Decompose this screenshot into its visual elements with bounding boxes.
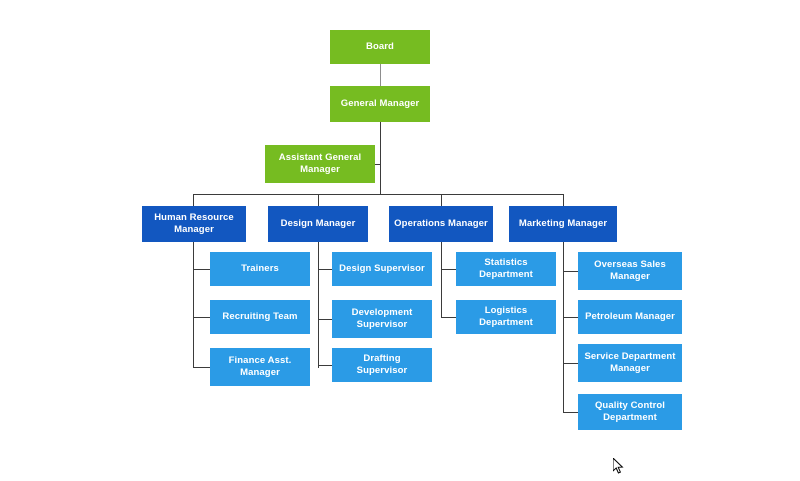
connector-ops-stub-1 xyxy=(441,269,456,270)
org-node-operations[interactable]: Operations Manager xyxy=(389,206,493,242)
org-node-petroleum[interactable]: Petroleum Manager xyxy=(578,300,682,334)
connector-mkt-spine xyxy=(563,242,564,412)
org-node-recruiting[interactable]: Recruiting Team xyxy=(210,300,310,334)
org-node-logistics[interactable]: Logistics Department xyxy=(456,300,556,334)
connector-mkt-stub-3 xyxy=(563,363,578,364)
org-node-draftsup[interactable]: Drafting Supervisor xyxy=(332,348,432,382)
org-node-service[interactable]: Service Department Manager xyxy=(578,344,682,382)
connector-gm-trunk xyxy=(380,122,381,195)
org-node-finance[interactable]: Finance Asst. Manager xyxy=(210,348,310,386)
connector-board-to-gm xyxy=(380,64,381,86)
connector-design-spine xyxy=(318,242,319,368)
org-node-hr[interactable]: Human Resource Manager xyxy=(142,206,246,242)
connector-design-stub-2 xyxy=(318,319,332,320)
org-node-board[interactable]: Board xyxy=(330,30,430,64)
org-node-trainers[interactable]: Trainers xyxy=(210,252,310,286)
org-node-devsup[interactable]: Development Supervisor xyxy=(332,300,432,338)
org-node-agm[interactable]: Assistant General Manager xyxy=(265,145,375,183)
connector-mkt-stub-4 xyxy=(563,412,578,413)
org-node-quality[interactable]: Quality Control Department xyxy=(578,394,682,430)
connector-agm-stub xyxy=(375,164,381,165)
connector-ops-spine xyxy=(441,242,442,318)
connector-drop-operations xyxy=(441,194,442,207)
connector-hr-spine xyxy=(193,242,194,368)
connector-drop-design xyxy=(318,194,319,207)
org-node-designsup[interactable]: Design Supervisor xyxy=(332,252,432,286)
connector-mkt-stub-1 xyxy=(563,271,578,272)
org-node-design[interactable]: Design Manager xyxy=(268,206,368,242)
connector-hr-stub-1 xyxy=(193,269,210,270)
connector-design-stub-1 xyxy=(318,269,332,270)
connector-design-stub-3 xyxy=(318,365,332,366)
connector-mkt-stub-2 xyxy=(563,317,578,318)
connector-manager-bus xyxy=(193,194,563,195)
org-node-overseas[interactable]: Overseas Sales Manager xyxy=(578,252,682,290)
connector-ops-stub-2 xyxy=(441,317,456,318)
mouse-cursor-icon xyxy=(612,456,625,476)
org-node-statistics[interactable]: Statistics Department xyxy=(456,252,556,286)
connector-drop-marketing xyxy=(563,194,564,207)
connector-hr-stub-3 xyxy=(193,367,210,368)
org-node-gm[interactable]: General Manager xyxy=(330,86,430,122)
connector-drop-hr xyxy=(193,194,194,207)
connector-hr-stub-2 xyxy=(193,317,210,318)
org-node-marketing[interactable]: Marketing Manager xyxy=(509,206,617,242)
